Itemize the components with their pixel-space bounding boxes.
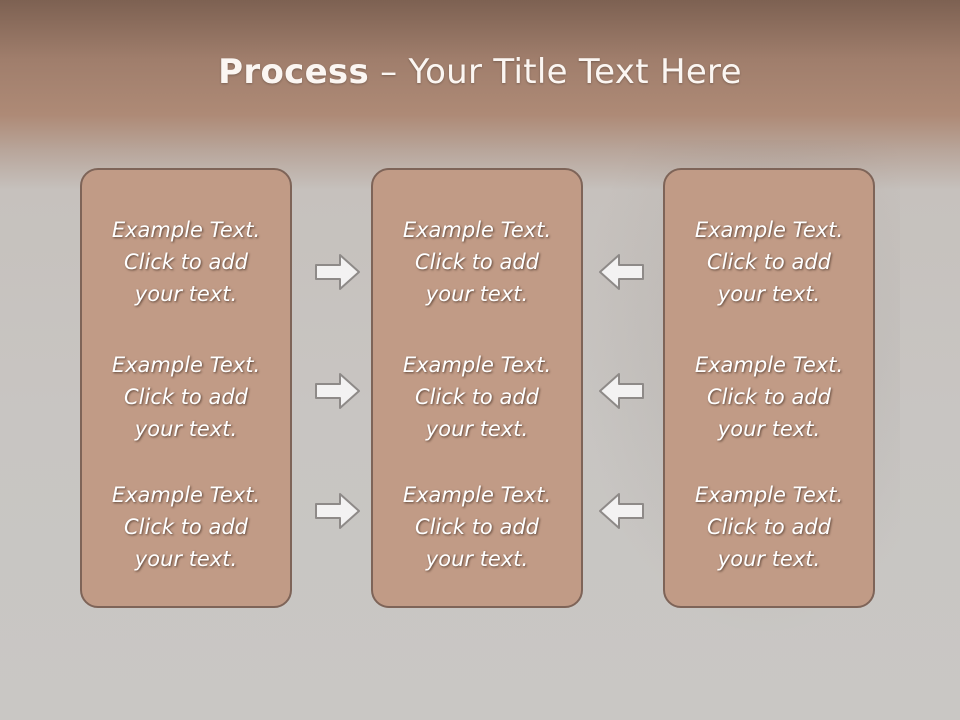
- text-placeholder[interactable]: Example Text. Click to add your text.: [82, 479, 290, 575]
- text-line: Click to add: [706, 250, 831, 274]
- text-line: your text.: [134, 547, 238, 571]
- text-placeholder[interactable]: Example Text. Click to add your text.: [82, 214, 290, 310]
- text-line: your text.: [717, 547, 821, 571]
- text-line: Example Text.: [694, 353, 844, 377]
- arrow-right-icon: [315, 493, 360, 529]
- text-line: your text.: [425, 417, 529, 441]
- text-line: Example Text.: [694, 218, 844, 242]
- left-panel[interactable]: Example Text. Click to add your text. Ex…: [80, 168, 292, 608]
- text-placeholder[interactable]: Example Text. Click to add your text.: [665, 349, 873, 445]
- text-line: Example Text.: [111, 218, 261, 242]
- right-panel[interactable]: Example Text. Click to add your text. Ex…: [663, 168, 875, 608]
- text-line: Example Text.: [402, 483, 552, 507]
- text-line: Click to add: [123, 250, 248, 274]
- title-rest: – Your Title Text Here: [369, 52, 742, 92]
- arrow-left-icon: [599, 493, 644, 529]
- text-line: Example Text.: [111, 353, 261, 377]
- text-line: Example Text.: [111, 483, 261, 507]
- text-line: Click to add: [414, 250, 539, 274]
- arrow-right-icon: [315, 254, 360, 290]
- slide-title[interactable]: Process – Your Title Text Here: [0, 52, 960, 92]
- arrow-left-icon: [599, 373, 644, 409]
- text-line: your text.: [134, 282, 238, 306]
- arrow-left-icon: [599, 254, 644, 290]
- middle-panel[interactable]: Example Text. Click to add your text. Ex…: [371, 168, 583, 608]
- text-placeholder[interactable]: Example Text. Click to add your text.: [373, 479, 581, 575]
- text-line: Click to add: [414, 515, 539, 539]
- text-line: Click to add: [123, 385, 248, 409]
- title-bold: Process: [218, 52, 370, 92]
- text-line: Example Text.: [402, 218, 552, 242]
- text-placeholder[interactable]: Example Text. Click to add your text.: [665, 479, 873, 575]
- arrow-right-icon: [315, 373, 360, 409]
- text-line: your text.: [717, 417, 821, 441]
- text-placeholder[interactable]: Example Text. Click to add your text.: [82, 349, 290, 445]
- text-line: Click to add: [414, 385, 539, 409]
- text-placeholder[interactable]: Example Text. Click to add your text.: [665, 214, 873, 310]
- text-line: your text.: [425, 547, 529, 571]
- text-line: Click to add: [706, 385, 831, 409]
- text-placeholder[interactable]: Example Text. Click to add your text.: [373, 349, 581, 445]
- text-line: your text.: [134, 417, 238, 441]
- text-line: Example Text.: [694, 483, 844, 507]
- text-line: Example Text.: [402, 353, 552, 377]
- text-line: your text.: [717, 282, 821, 306]
- text-placeholder[interactable]: Example Text. Click to add your text.: [373, 214, 581, 310]
- text-line: Click to add: [123, 515, 248, 539]
- text-line: your text.: [425, 282, 529, 306]
- text-line: Click to add: [706, 515, 831, 539]
